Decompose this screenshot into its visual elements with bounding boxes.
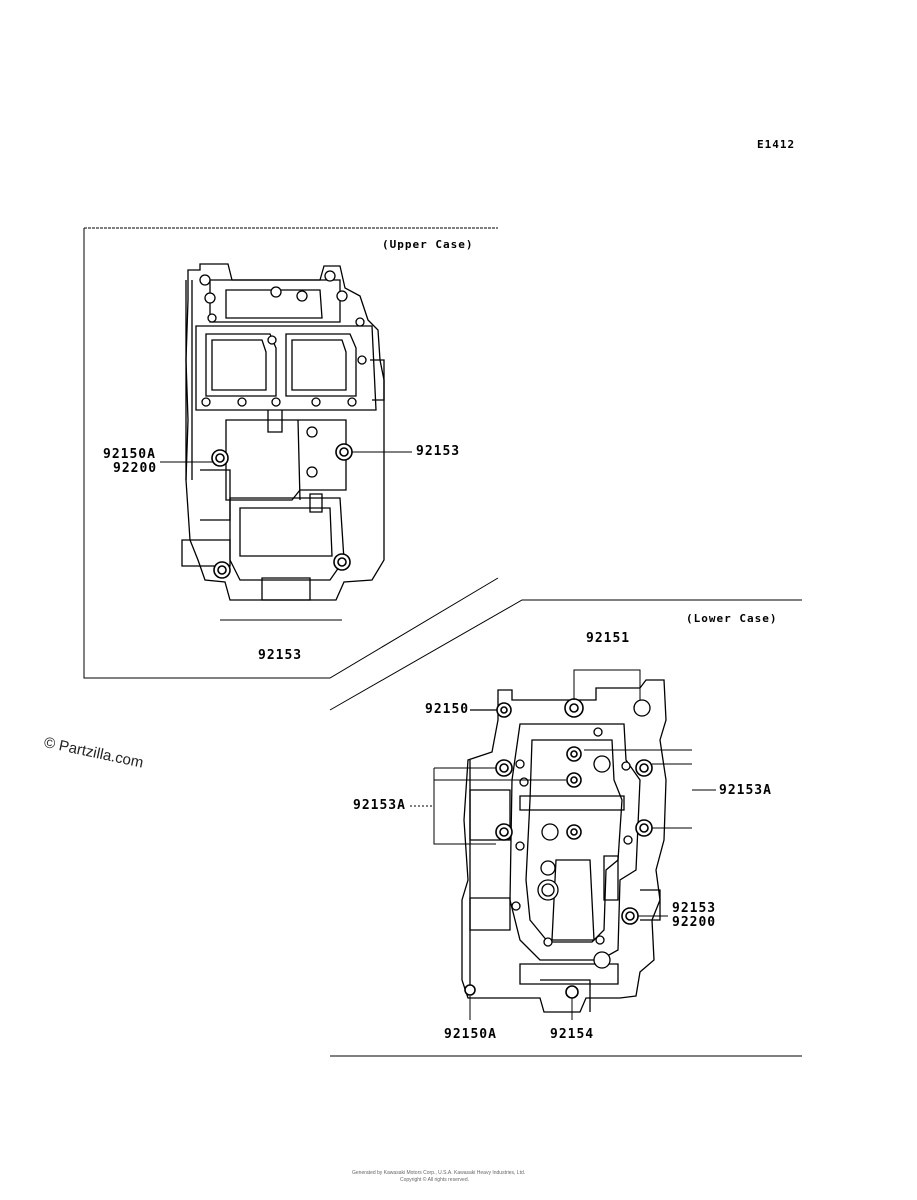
lower-case-bosses — [511, 699, 651, 969]
upper-case-bolts — [211, 443, 353, 579]
part-label-92200-upper[interactable]: 92200 — [113, 461, 158, 476]
upper-case-frame — [83, 227, 499, 679]
part-label-92151[interactable]: 92151 — [586, 631, 631, 646]
part-label-92153-upper-right[interactable]: 92153 — [416, 444, 461, 459]
upper-case-title: (Upper Case) — [382, 238, 474, 251]
lower-case-frame — [329, 599, 802, 1057]
part-label-92154[interactable]: 92154 — [550, 1027, 595, 1042]
lower-case-bolts — [464, 698, 653, 999]
upper-case-leaders — [160, 451, 412, 621]
lower-case-title: (Lower Case) — [686, 612, 778, 625]
part-label-92200-lower[interactable]: 92200 — [672, 915, 717, 930]
part-label-92153A-right[interactable]: 92153A — [719, 783, 772, 798]
footer-line-1: Generated by Kawasaki Motors Corp., U.S.… — [352, 1170, 526, 1176]
diagram-code: E1412 — [757, 138, 796, 151]
part-label-92153-lower[interactable]: 92153 — [672, 901, 717, 916]
part-label-92150-lower[interactable]: 92150 — [425, 702, 470, 717]
lower-crankcase-drawing — [461, 679, 667, 1013]
part-label-92153A-left[interactable]: 92153A — [353, 798, 406, 813]
upper-crankcase-drawing — [181, 263, 385, 601]
part-label-92150A-upper[interactable]: 92150A — [103, 447, 156, 462]
footer-line-2: Copyright © All rights reserved. — [400, 1177, 469, 1183]
lower-case-leaders — [410, 669, 716, 1020]
part-label-92150A-lower[interactable]: 92150A — [444, 1027, 497, 1042]
part-label-92153-upper-bottom[interactable]: 92153 — [258, 648, 303, 663]
upper-case-bosses — [199, 270, 367, 478]
